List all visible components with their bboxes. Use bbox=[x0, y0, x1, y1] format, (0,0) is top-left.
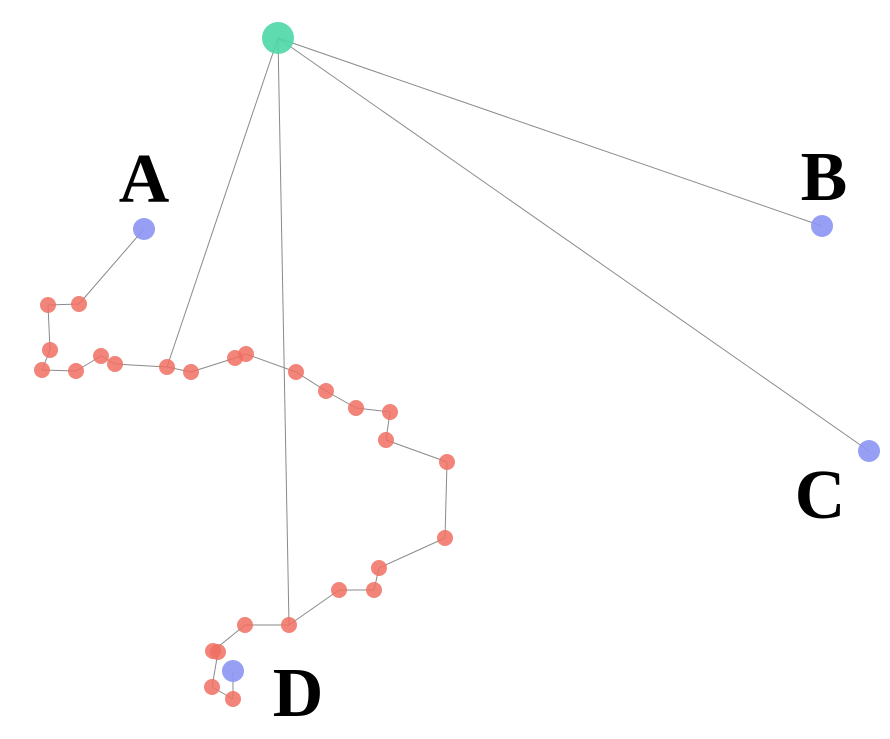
terminal-node-d bbox=[222, 660, 244, 682]
edge-chain bbox=[385, 439, 448, 463]
label-b: B bbox=[801, 139, 848, 216]
edge-hub-b bbox=[277, 37, 823, 227]
path-node bbox=[210, 644, 226, 660]
path-node bbox=[439, 454, 455, 470]
path-node bbox=[378, 432, 394, 448]
path-node bbox=[34, 362, 50, 378]
edge-chain bbox=[378, 537, 446, 569]
edge-hub-chain-lower bbox=[277, 37, 290, 626]
label-c: C bbox=[795, 457, 846, 534]
path-node bbox=[183, 364, 199, 380]
nodes bbox=[34, 22, 880, 707]
path-node bbox=[437, 530, 453, 546]
labels: A B C D bbox=[119, 139, 848, 732]
path-node bbox=[366, 582, 382, 598]
path-node bbox=[204, 679, 220, 695]
edge-chain bbox=[114, 363, 168, 368]
path-node bbox=[107, 356, 123, 372]
path-node bbox=[42, 342, 58, 358]
label-d: D bbox=[273, 655, 324, 732]
path-node bbox=[238, 346, 254, 362]
path-node bbox=[225, 691, 241, 707]
hub-node bbox=[262, 22, 294, 54]
terminal-node-a bbox=[133, 218, 155, 240]
edge-chain bbox=[78, 228, 145, 305]
edge-hub-c bbox=[277, 37, 870, 452]
path-node bbox=[318, 383, 334, 399]
path-node bbox=[71, 296, 87, 312]
edge-hub-chain bbox=[166, 37, 279, 368]
path-node bbox=[159, 359, 175, 375]
edge-chain bbox=[245, 353, 297, 373]
path-node bbox=[68, 363, 84, 379]
path-node bbox=[40, 297, 56, 313]
path-node bbox=[237, 617, 253, 633]
terminal-node-c bbox=[858, 440, 880, 462]
path-node bbox=[93, 348, 109, 364]
edge-chain bbox=[444, 461, 448, 539]
edge-chain bbox=[288, 589, 340, 626]
path-node bbox=[331, 582, 347, 598]
path-node bbox=[382, 404, 398, 420]
path-node bbox=[348, 400, 364, 416]
path-node bbox=[288, 364, 304, 380]
path-node bbox=[371, 560, 387, 576]
path-node bbox=[281, 617, 297, 633]
label-a: A bbox=[119, 141, 170, 218]
terminal-node-b bbox=[811, 215, 833, 237]
